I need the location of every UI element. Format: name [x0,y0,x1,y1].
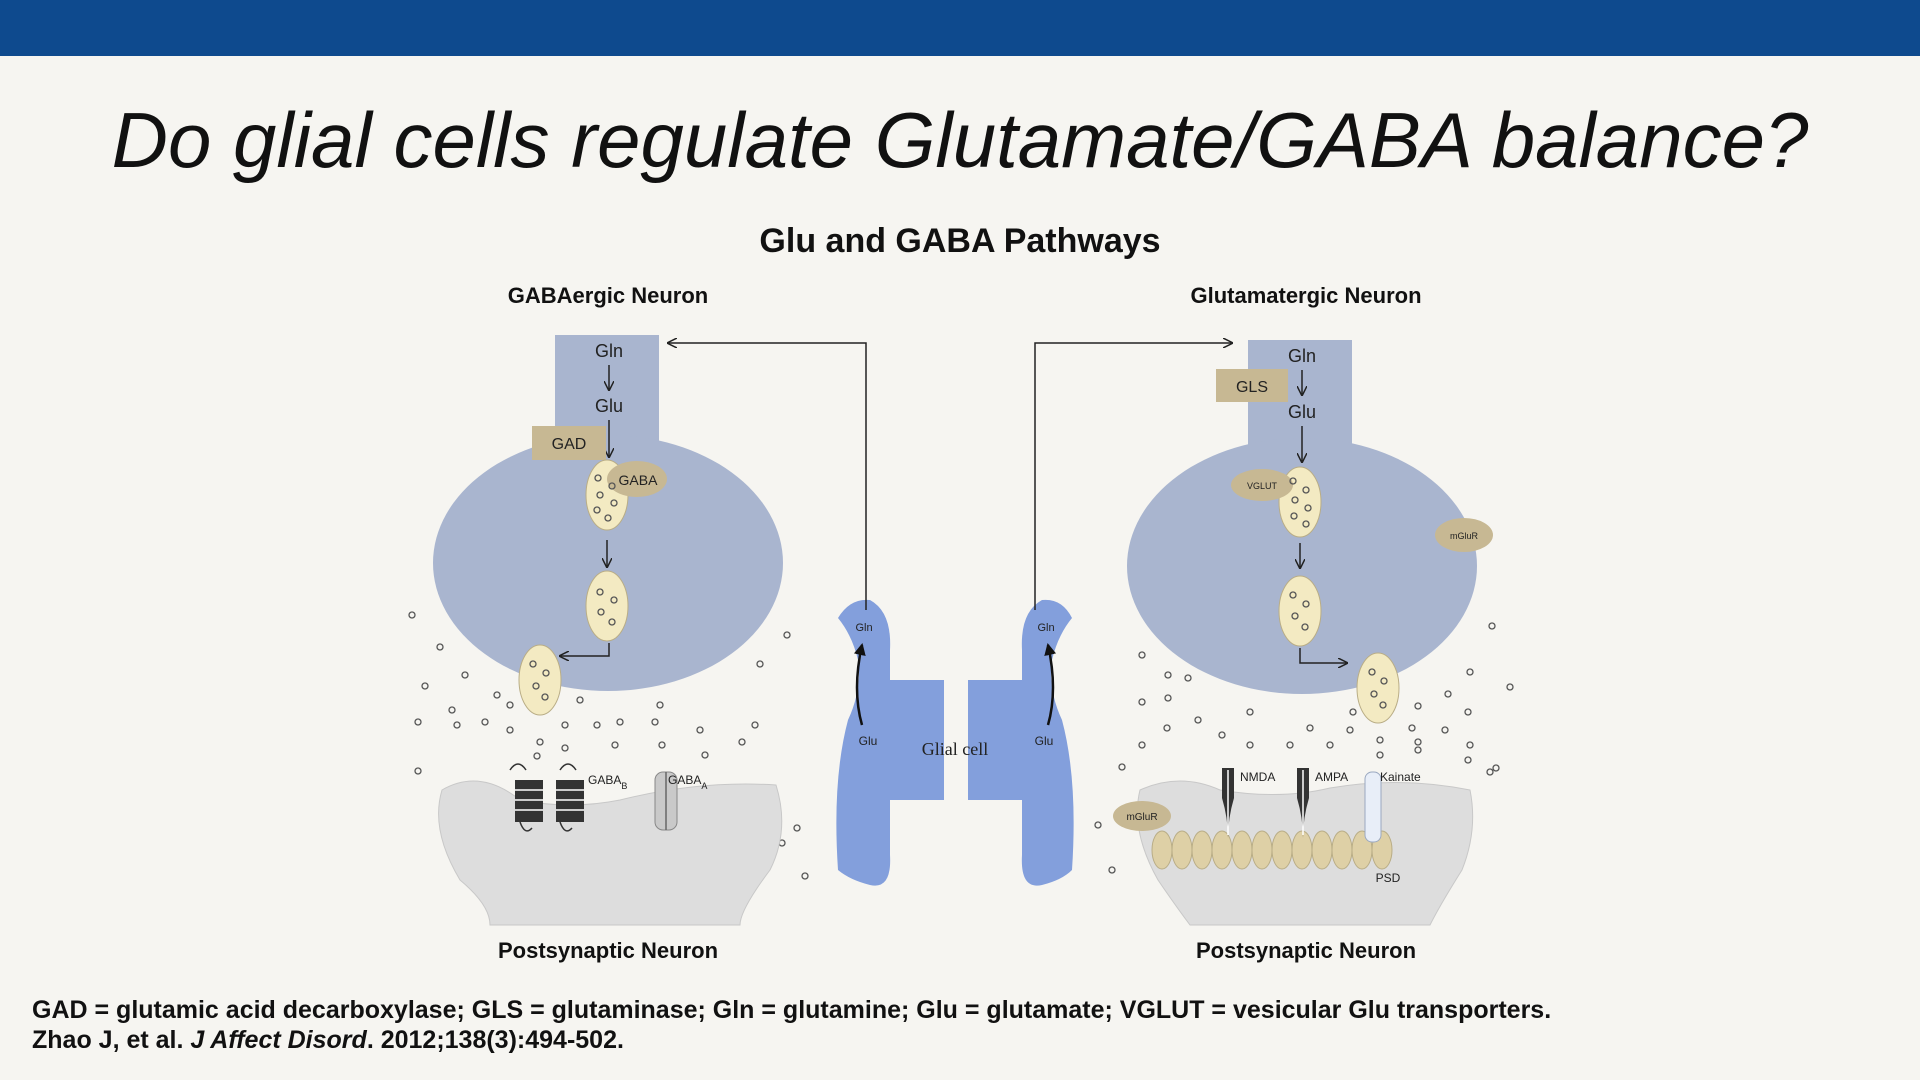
gls-enzyme [1216,369,1288,402]
gad-enzyme [532,426,606,460]
mglur-presynaptic [1435,518,1493,552]
glial-cell-right [1021,599,1074,886]
gaba-a-receptor [654,771,678,831]
ampa-receptor [1297,768,1309,838]
glial-cell-label: Glial cell [922,739,988,759]
left-postsynaptic-label: Postsynaptic Neuron [498,938,718,963]
gaba-a-label: GABAA [668,773,707,791]
psd-label: PSD [1376,871,1401,885]
right-gln-label: Gln [1288,346,1316,366]
mglur-pre-label: mGluR [1450,531,1479,541]
gaba-b-receptor [509,763,584,832]
ampa-label: AMPA [1315,770,1348,784]
top-banner [0,0,1920,56]
mglur-post-label: mGluR [1126,812,1157,823]
citation-footnote: Zhao J, et al. J Affect Disord. 2012;138… [32,1026,624,1055]
kainate-label: Kainate [1380,770,1421,784]
glial-right-gln-label: Gln [1037,622,1054,634]
abbreviations-footnote: GAD = glutamic acid decarboxylase; GLS =… [32,996,1552,1024]
gaba-label: GABA [619,472,659,488]
nmda-label: NMDA [1240,770,1275,784]
psd-proteins [1151,830,1393,870]
citation-authors: Zhao J, et al. [32,1026,191,1054]
left-glu-label: Glu [595,396,623,416]
gaba-enzyme [607,461,667,497]
left-postsynaptic-neuron [438,780,783,926]
kainate-receptor [1364,771,1382,843]
right-postsynaptic-label: Postsynaptic Neuron [1196,938,1416,963]
nmda-receptor [1222,768,1234,838]
glial-right-glu-label: Glu [1035,734,1054,748]
glial-left-glu-label: Glu [859,734,878,748]
vglut-transporter [1231,469,1293,501]
gad-label: GAD [552,436,587,453]
glutamatergic-neuron-label: Glutamatergic Neuron [1190,283,1421,308]
citation-journal: J Affect Disord [190,1026,367,1054]
left-gln-label: Gln [595,341,623,361]
slide-title: Do glial cells regulate Glutamate/GABA b… [111,96,1809,184]
gaba-b-label: GABAB [588,773,627,791]
glial-left-gln-label: Gln [855,622,872,634]
gls-label: GLS [1236,379,1268,396]
gabaergic-neuron-label: GABAergic Neuron [508,283,708,308]
glial-cell-left [836,599,891,886]
mglur-postsynaptic [1113,801,1171,831]
vglut-label: VGLUT [1247,481,1278,491]
citation-details: . 2012;138(3):494-502. [366,1026,624,1054]
right-glu-label: Glu [1288,402,1316,422]
diagram-title: Glu and GABA Pathways [759,222,1161,260]
